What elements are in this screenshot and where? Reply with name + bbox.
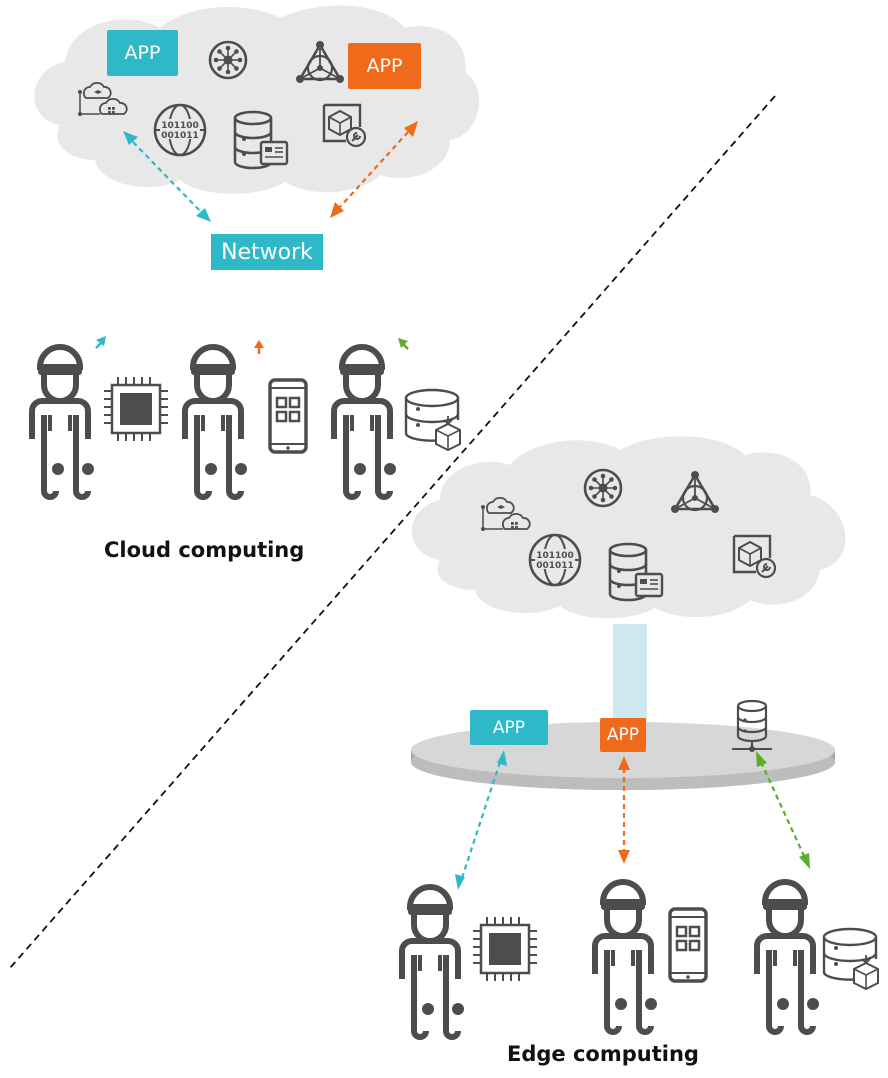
edge-arrow-green: [756, 751, 810, 869]
network-label: Network: [211, 234, 323, 270]
edge-arrow-teal: [455, 750, 507, 890]
worker-icon: [185, 347, 247, 497]
tablet-icon: [268, 378, 308, 454]
edge-arrow-orange: [618, 756, 630, 864]
settings-hub-icon: [583, 468, 623, 508]
small-arrow-green: [398, 338, 409, 350]
worker-icon: [402, 887, 464, 1037]
cloud-arrow-orange: [330, 121, 418, 218]
edge-pillar: [613, 624, 647, 734]
small-arrow-teal: [95, 336, 106, 349]
worker-icon: [32, 347, 94, 497]
cloud-computing-caption: Cloud computing: [104, 538, 305, 562]
worker-icon: [595, 882, 657, 1032]
edge-app-label-orange: APP: [600, 718, 646, 752]
cloud-app-label-orange: APP: [348, 43, 421, 89]
cloud-computing-cloud: [34, 5, 480, 194]
worker-icon: [757, 882, 819, 1032]
worker-icon: [334, 347, 396, 497]
diagonal-divider: [9, 95, 776, 969]
small-arrow-orange: [254, 340, 264, 354]
chip-icon: [102, 375, 170, 443]
edge-computing-caption: Edge computing: [507, 1042, 699, 1066]
edge-app-label-teal: APP: [470, 710, 548, 745]
settings-hub-icon: [208, 40, 248, 80]
cloud-app-label-teal: APP: [107, 30, 178, 76]
storage-box-icon: [822, 927, 880, 991]
tablet-icon: [668, 907, 708, 983]
storage-box-icon: [404, 388, 462, 452]
edge-computing-cloud: [411, 436, 846, 619]
chip-icon: [471, 915, 539, 983]
cloud-arrow-teal: [123, 131, 211, 222]
